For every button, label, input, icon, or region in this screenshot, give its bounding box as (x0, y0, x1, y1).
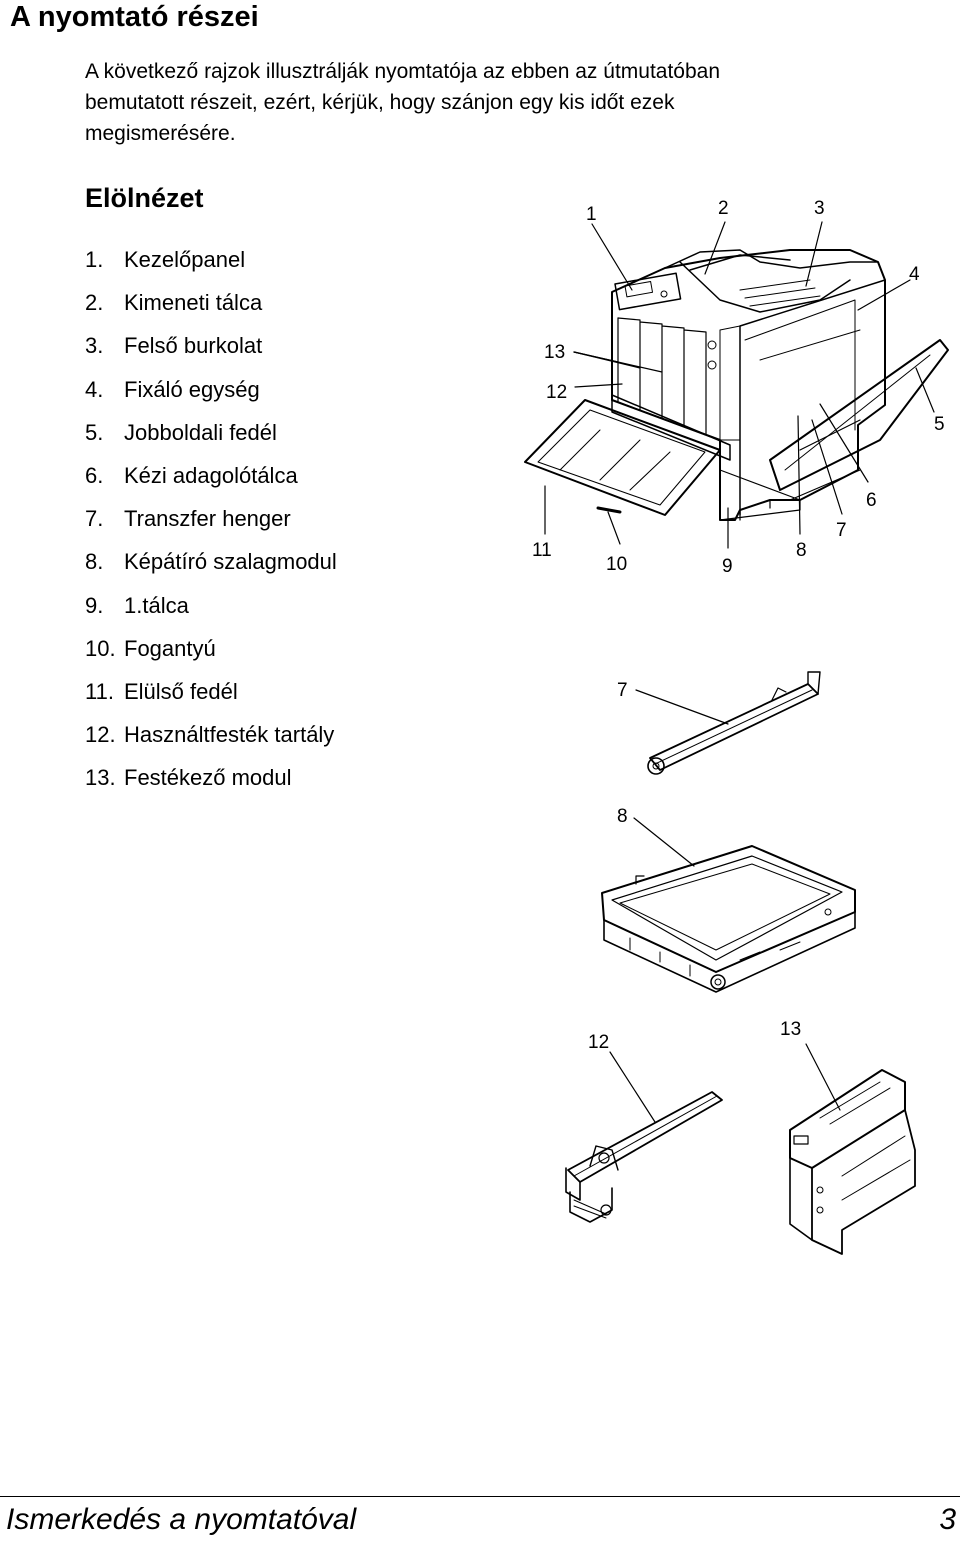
leader-line (609, 1051, 656, 1123)
section-title: Elölnézet (85, 183, 204, 213)
list-item-label: Jobboldali fedél (124, 419, 277, 445)
list-item-number: 1. (85, 247, 104, 272)
parts-list: 1. Kezelőpanel 2. Kimeneti tálca 3. Felső b… (85, 245, 337, 806)
callout-label: 1 (586, 204, 597, 225)
leader-line (811, 419, 843, 515)
page-title: A nyomtató részei (10, 1, 259, 33)
list-item: 11. Elülső fedél (85, 677, 337, 720)
callout-label: 4 (909, 264, 920, 285)
printer-leader-lines (544, 221, 935, 549)
list-item-number: 10. (85, 635, 116, 661)
belt-unit-illustration (601, 845, 856, 993)
list-item-label: Fixáló egység (124, 376, 260, 402)
printer-callouts: 1 2 3 4 5 6 7 8 9 10 11 12 13 (532, 198, 945, 577)
transfer-roller-illustration (647, 671, 821, 775)
waste-toner-illustration (565, 1091, 723, 1223)
callout-label: 5 (934, 414, 945, 435)
list-item: 5. Jobboldali fedél (85, 418, 337, 461)
list-item: 8. Képátíró szalagmodul (85, 547, 337, 590)
leader-line (704, 221, 726, 275)
list-item: 1. Kezelőpanel (85, 245, 337, 288)
callout-label: 12 (546, 382, 567, 403)
leader-line (797, 415, 801, 535)
list-item: 3. Felső burkolat (85, 331, 337, 374)
leader-line (635, 689, 729, 725)
leader-line (915, 367, 935, 413)
leader-line (573, 351, 619, 363)
callout-label: 2 (718, 198, 729, 219)
footer-title: Ismerkedés a nyomtatóval (6, 1503, 357, 1536)
intro-line: megismerésére. (85, 122, 236, 145)
list-item: 2. Kimeneti tálca (85, 288, 337, 331)
list-item-label: Felső burkolat (124, 333, 263, 359)
list-item-number: 4. (85, 376, 104, 402)
callout-label: 10 (606, 554, 627, 575)
callout-label: 8 (796, 540, 807, 561)
callout-label: 13 (780, 1019, 801, 1040)
list-item: 4. Fixáló egység (85, 375, 337, 418)
leader-line (805, 1043, 841, 1111)
leader-line (857, 279, 911, 311)
list-item-number: 5. (85, 419, 104, 445)
callout-label: 7 (836, 520, 847, 541)
list-item: 9. 1.tálca (85, 591, 337, 634)
list-item-label: 1.tálca (124, 592, 189, 618)
leader-line (819, 403, 869, 483)
list-item-label: Képátíró szalagmodul (124, 549, 337, 575)
list-item-label: Kimeneti tálca (124, 290, 263, 316)
leader-line (805, 221, 823, 287)
list-item-number: 2. (85, 290, 104, 316)
leader-line (633, 817, 695, 867)
list-item: 13. Festékező modul (85, 763, 337, 806)
leader-line (591, 223, 633, 291)
callout-label: 7 (617, 680, 628, 701)
callout-label: 8 (617, 806, 628, 827)
footer-divider (0, 1496, 960, 1497)
list-item-number: 8. (85, 549, 104, 575)
list-item-number: 7. (85, 506, 104, 532)
callout-label: 13 (544, 342, 565, 363)
page-number: 3 (939, 1503, 956, 1536)
toner-module-illustration (789, 1069, 916, 1255)
callout-label: 3 (814, 198, 825, 219)
list-item-number: 9. (85, 592, 104, 618)
list-item-label: Elülső fedél (124, 678, 238, 704)
callout-label: 12 (588, 1032, 609, 1053)
illustrations: 1 2 3 4 5 6 7 8 9 10 11 12 13 7 8 (524, 198, 949, 1255)
list-item: 12. Használtfesték tartály (85, 720, 337, 763)
printer-illustration (524, 249, 949, 521)
leader-line (607, 511, 621, 545)
list-item-label: Használtfesték tartály (124, 722, 335, 748)
list-item-label: Transzfer henger (124, 506, 291, 532)
intro-line: A következő rajzok illusztrálják nyomtat… (85, 60, 721, 83)
list-item-number: 3. (85, 333, 104, 359)
list-item-number: 6. (85, 462, 104, 488)
list-item-number: 11. (85, 678, 114, 704)
list-item-number: 13. (85, 765, 116, 791)
list-item-label: Festékező modul (124, 765, 292, 791)
list-item: 10. Fogantyú (85, 634, 337, 677)
list-item-label: Kezelőpanel (124, 247, 246, 272)
intro-line: bemutatott részeit, ezért, kérjük, hogy … (85, 91, 675, 114)
list-item-number: 12. (85, 722, 116, 748)
leader-line (574, 383, 623, 388)
intro-paragraph: A következő rajzok illusztrálják nyomtat… (85, 56, 885, 149)
list-item-label: Fogantyú (124, 635, 216, 661)
list-item-label: Kézi adagolótálca (124, 462, 298, 488)
callout-label: 11 (532, 540, 552, 561)
list-item: 7. Transzfer henger (85, 504, 337, 547)
list-item: 6. Kézi adagolótálca (85, 461, 337, 504)
callout-label: 6 (866, 490, 877, 511)
callout-label: 9 (722, 556, 733, 577)
